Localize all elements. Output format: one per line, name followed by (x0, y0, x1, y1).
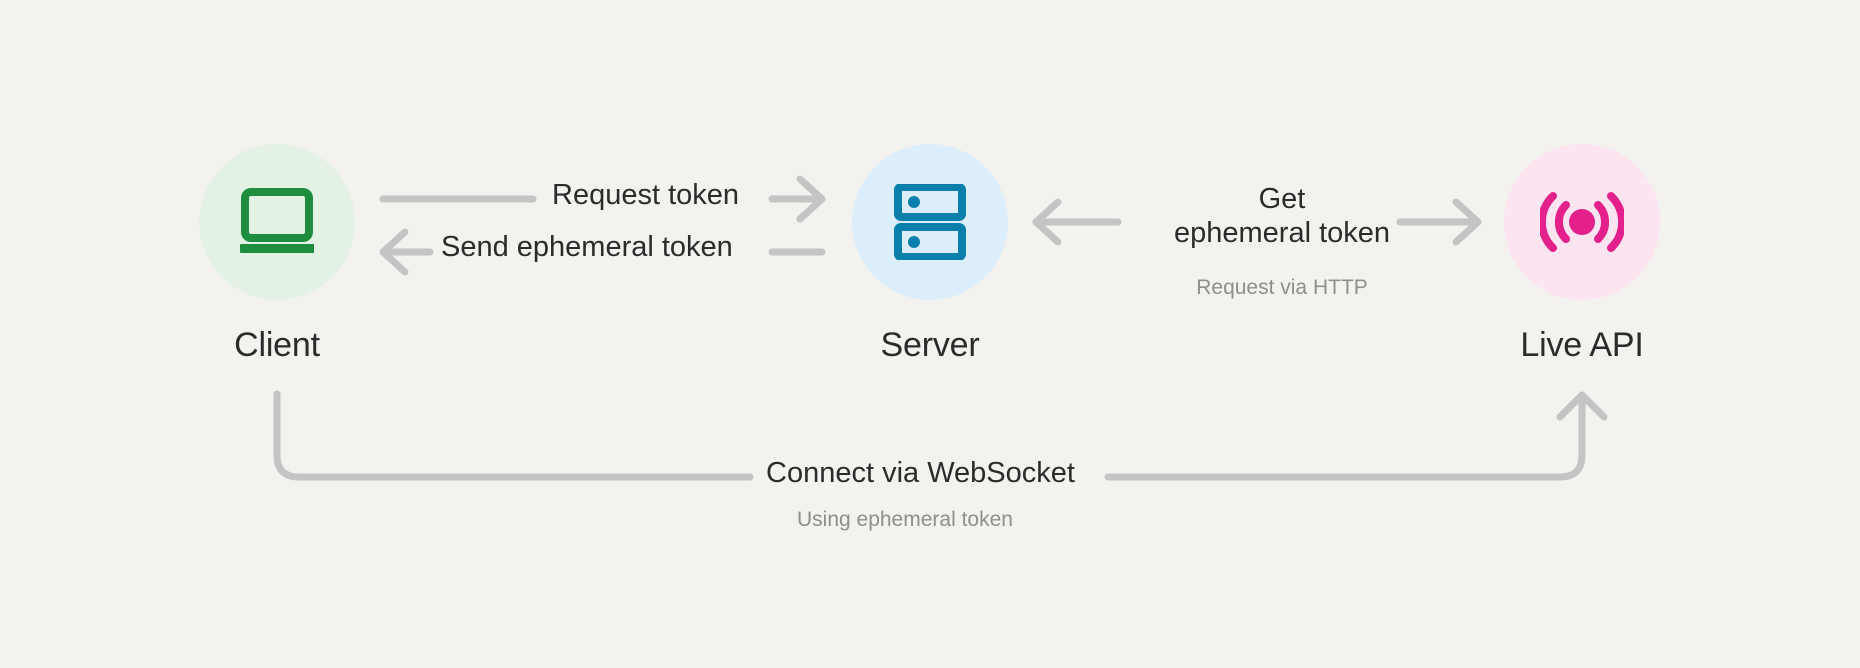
broadcast-signal-icon (1540, 192, 1624, 252)
node-client-circle (199, 144, 355, 300)
node-server[interactable]: Server (830, 144, 1030, 362)
node-server-circle (852, 144, 1008, 300)
node-live-api-label: Live API (1520, 326, 1644, 364)
edge-label-get-ephemeral-token-line1: Get (1258, 183, 1306, 215)
node-live-api[interactable]: Live API (1482, 144, 1682, 362)
edge-sublabel-using-ephemeral-token: Using ephemeral token (797, 508, 1013, 531)
edge-get-ephemeral-token-left-arrow (1032, 198, 1122, 246)
edge-sublabel-request-via-http: Request via HTTP (1196, 276, 1368, 299)
node-client[interactable]: Client (177, 144, 377, 362)
edge-label-connect-websocket: Connect via WebSocket (766, 457, 1075, 489)
edge-label-request-token: Request token (552, 179, 740, 211)
node-client-label: Client (234, 326, 320, 364)
edge-label-get-ephemeral-token-line2: ephemeral token (1173, 217, 1391, 250)
server-rack-icon (894, 184, 966, 260)
laptop-icon (240, 188, 314, 253)
edge-label-send-ephemeral-token: Send ephemeral token (441, 231, 733, 263)
edge-label-get-ephemeral-token: Get ephemeral token (1147, 182, 1417, 250)
node-server-label: Server (880, 326, 980, 364)
node-live-api-circle (1504, 144, 1660, 300)
